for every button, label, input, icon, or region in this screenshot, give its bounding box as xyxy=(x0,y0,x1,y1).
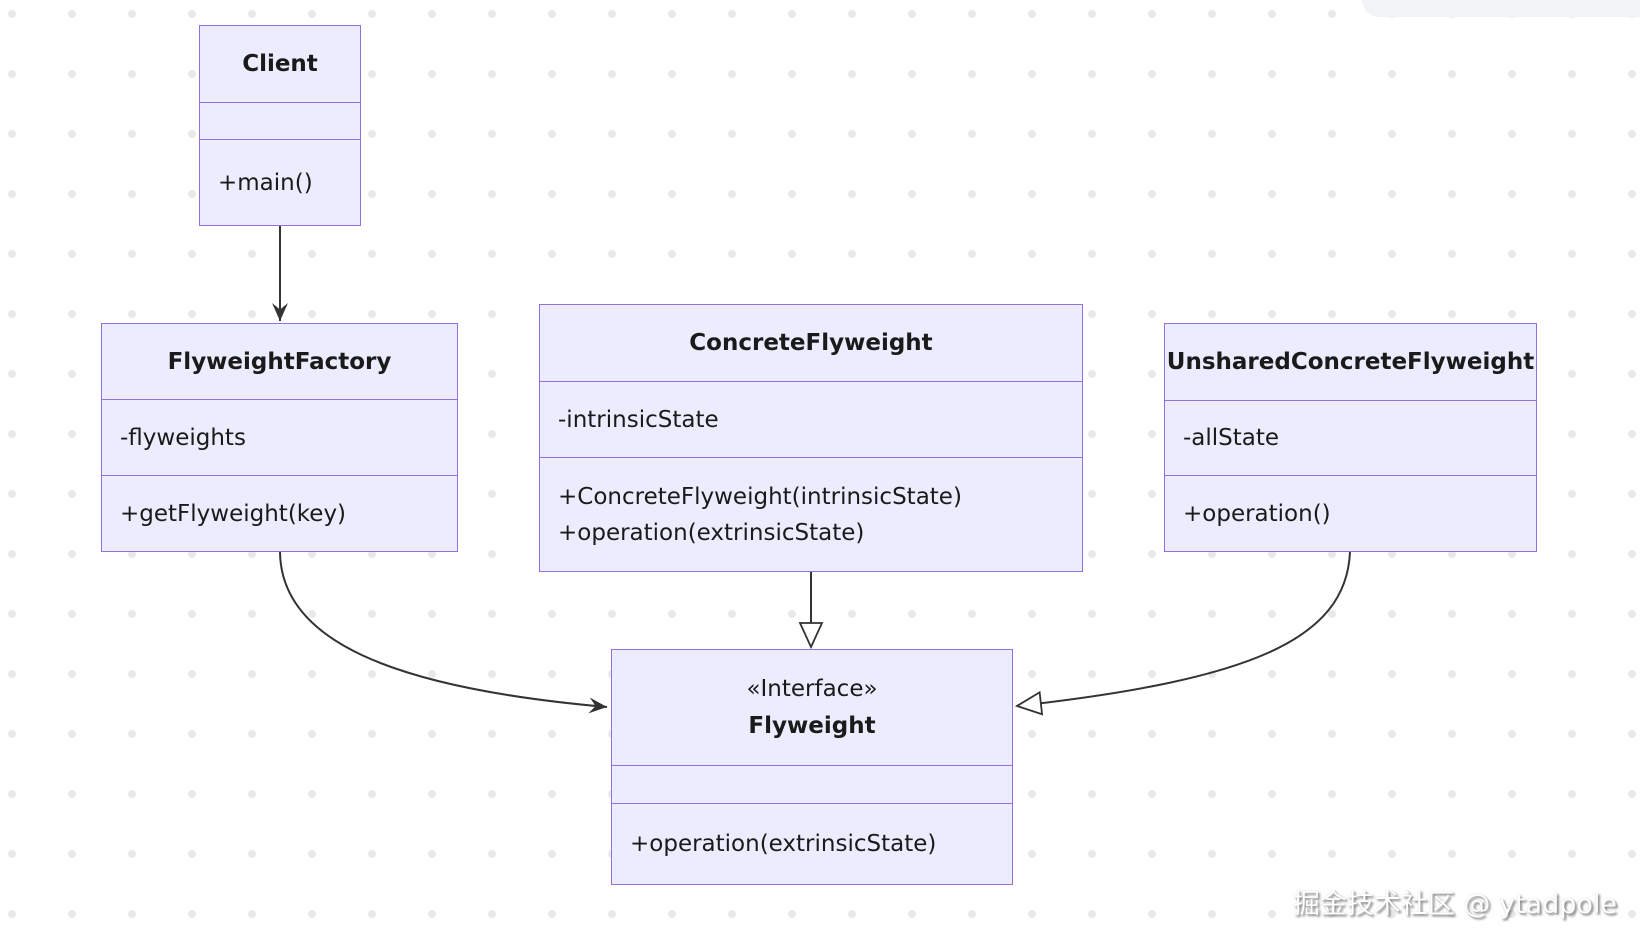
interface-annotation: «Interface» xyxy=(746,675,878,702)
class-method: +getFlyweight(key) xyxy=(120,500,347,527)
class-title: ConcreteFlyweight xyxy=(540,305,1082,381)
class-name-unsharedconcreteflyweight: UnsharedConcreteFlyweight xyxy=(1166,349,1535,375)
edge-flyweightfactory-to-flyweight-arrow xyxy=(279,551,608,714)
class-attribute: -allState xyxy=(1183,425,1280,451)
edge-unsharedconcreteflyweight-realizes-flyweight-arrow xyxy=(1017,551,1351,706)
methods-section: +operation() xyxy=(1165,475,1536,551)
attributes-section: -intrinsicState xyxy=(540,381,1082,457)
class-attribute: -intrinsicState xyxy=(558,406,719,433)
methods-section: +operation(extrinsicState) xyxy=(612,803,1012,884)
class-box-flyweightfactory: FlyweightFactory -flyweights +getFlyweig… xyxy=(101,323,458,552)
class-method: +operation(extrinsicState) xyxy=(558,519,865,546)
class-name-flyweight: Flyweight xyxy=(748,712,876,739)
class-name-concreteflyweight: ConcreteFlyweight xyxy=(689,330,933,356)
class-box-concreteflyweight: ConcreteFlyweight -intrinsicState +Concr… xyxy=(539,304,1083,572)
class-title: Client xyxy=(200,26,360,102)
class-title: UnsharedConcreteFlyweight xyxy=(1165,324,1536,400)
class-box-flyweight-interface: «Interface» Flyweight +operation(extrins… xyxy=(611,649,1013,885)
class-box-unsharedconcreteflyweight: UnsharedConcreteFlyweight -allState +ope… xyxy=(1164,323,1537,552)
class-method: +main() xyxy=(218,169,313,196)
class-name-client: Client xyxy=(242,51,318,77)
class-method: +ConcreteFlyweight(intrinsicState) xyxy=(558,483,962,510)
attributes-section: -allState xyxy=(1165,400,1536,475)
class-title: «Interface» Flyweight xyxy=(612,650,1012,765)
class-attribute: -flyweights xyxy=(120,424,246,451)
class-box-client: Client +main() xyxy=(199,25,361,226)
methods-section: +ConcreteFlyweight(intrinsicState) +oper… xyxy=(540,457,1082,571)
class-name-flyweightfactory: FlyweightFactory xyxy=(167,348,392,375)
corner-band-decoration xyxy=(1362,0,1640,17)
attributes-section xyxy=(200,102,360,139)
class-title: FlyweightFactory xyxy=(102,324,457,399)
attributes-section: -flyweights xyxy=(102,399,457,475)
watermark-text: 掘金技术社区 @ ytadpole xyxy=(1292,889,1617,920)
class-method: +operation() xyxy=(1183,500,1331,527)
class-method: +operation(extrinsicState) xyxy=(630,831,937,857)
methods-section: +main() xyxy=(200,139,360,225)
methods-section: +getFlyweight(key) xyxy=(102,475,457,551)
attributes-section xyxy=(612,765,1012,803)
